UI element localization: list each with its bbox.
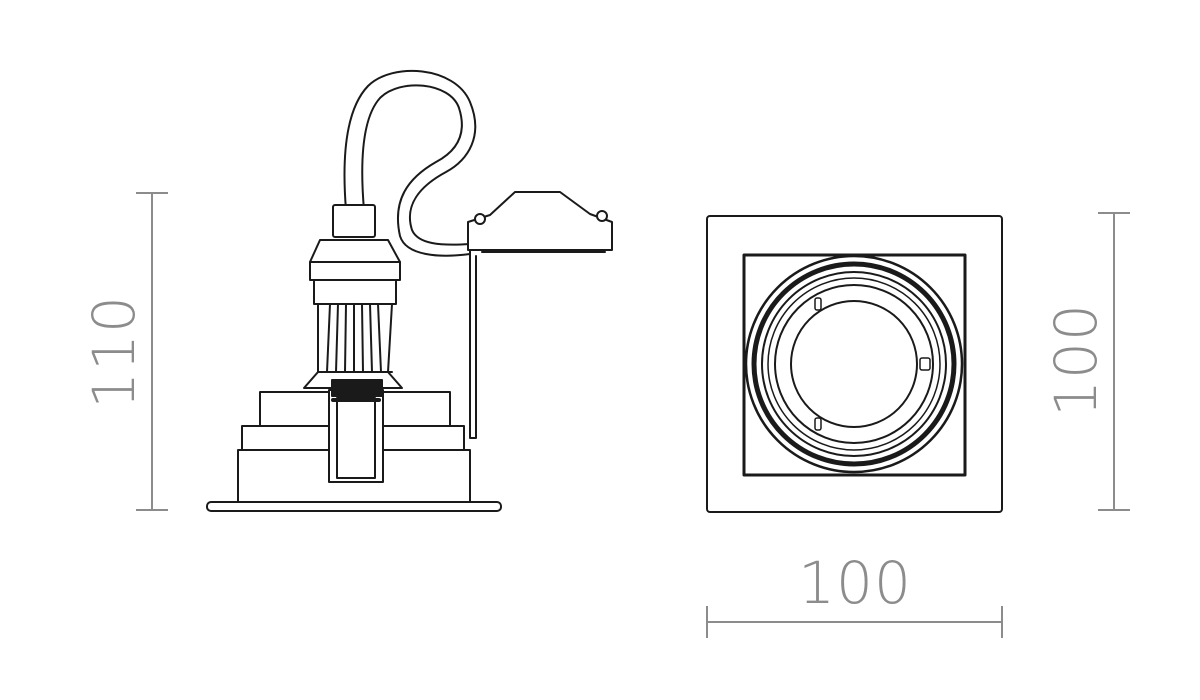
lens (790, 300, 918, 428)
front-view (706, 215, 1003, 513)
ring-2 (751, 261, 957, 467)
heat-sink (303, 303, 403, 389)
ring-3 (761, 271, 947, 457)
outer-ring (744, 254, 964, 474)
height-label: 110 (80, 295, 148, 409)
depth-label: 100 (1042, 303, 1110, 417)
supply-cable (343, 69, 477, 257)
ring-5 (774, 284, 934, 444)
retaining-tabs (814, 297, 931, 431)
height-dimension: 110 (80, 192, 168, 511)
width-dimension: 100 (706, 549, 1003, 638)
side-view (206, 69, 613, 512)
lamp-holder (309, 204, 401, 305)
ring-4 (767, 277, 941, 451)
trim-flange (206, 501, 502, 512)
spring-clip (328, 379, 384, 483)
terminal-block (467, 191, 613, 439)
depth-dimension: 100 (1042, 212, 1130, 511)
width-label: 100 (798, 549, 912, 617)
